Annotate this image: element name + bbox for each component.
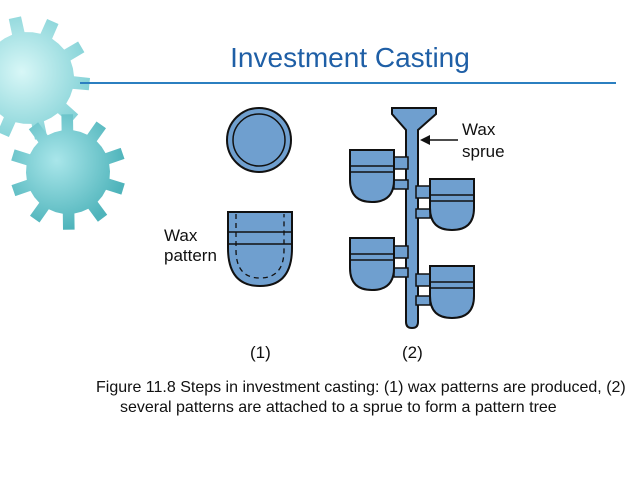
pattern-tree-right-upper (415, 178, 475, 232)
wax-pattern-label-line1: Wax (164, 226, 198, 245)
wax-pattern-label-line2: pattern (164, 246, 217, 265)
step-2-label: (2) (402, 343, 423, 362)
wax-pattern-top-view (226, 107, 292, 173)
wax-sprue (391, 107, 437, 330)
pattern-tree-left-upper (349, 149, 409, 204)
pattern-tree-left-lower (349, 237, 409, 292)
gear-icon (0, 16, 90, 140)
step-1-label: (1) (250, 343, 271, 362)
figure-caption: Figure 11.8 Steps in investment casting:… (96, 379, 626, 416)
wax-pattern-side-view (227, 211, 293, 288)
wax-sprue-label-line1: Wax (462, 120, 496, 139)
sprue-pointer-arrow (420, 135, 458, 145)
wax-sprue-label-line2: sprue (462, 142, 505, 161)
pattern-tree-right-lower (415, 265, 475, 320)
gear-icon (11, 114, 125, 230)
slide-title: Investment Casting (230, 42, 470, 73)
gears-decoration (0, 16, 125, 230)
title-divider (80, 82, 616, 84)
